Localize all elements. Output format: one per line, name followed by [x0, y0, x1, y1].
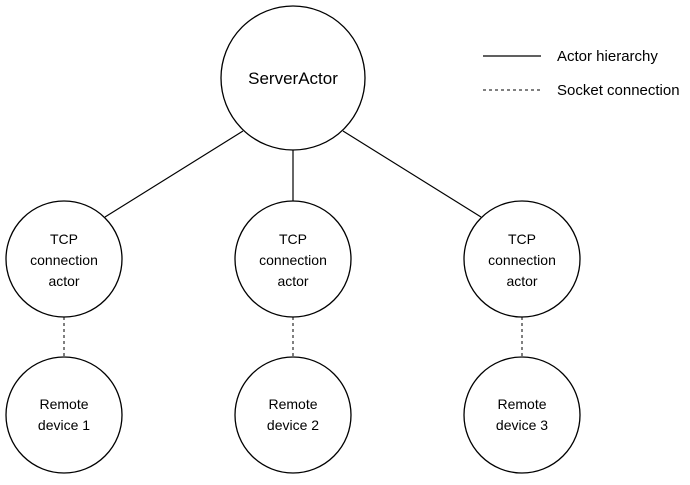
remote-label-line1: Remote: [497, 396, 546, 412]
tcp-label-line3: actor: [48, 273, 79, 289]
tcp-label-line2: connection: [488, 252, 556, 268]
legend-dashed-label: Socket connection: [557, 82, 680, 99]
remote-label-line2: device 3: [496, 417, 548, 433]
server-actor-node: ServerActor: [220, 5, 366, 151]
tcp-label-line1: TCP: [50, 231, 78, 247]
remote-device-node-3: Remote device 3: [463, 356, 581, 474]
tcp-label-line1: TCP: [508, 231, 536, 247]
remote-label-line2: device 1: [38, 417, 90, 433]
tcp-label-line2: connection: [30, 252, 98, 268]
remote-device-node-1: Remote device 1: [5, 356, 123, 474]
edge-server-tcp1: [104, 130, 244, 218]
legend: Actor hierarchy Socket connection: [483, 48, 680, 99]
server-actor-label: ServerActor: [248, 69, 338, 88]
tcp-connection-actor-node-2: TCP connection actor: [234, 200, 352, 318]
tcp-label-line3: actor: [277, 273, 308, 289]
tcp-connection-actor-node-1: TCP connection actor: [5, 200, 123, 318]
tcp-connection-actor-node-3: TCP connection actor: [463, 200, 581, 318]
tcp-label-line3: actor: [506, 273, 537, 289]
remote-label-line1: Remote: [39, 396, 88, 412]
tcp-label-line2: connection: [259, 252, 327, 268]
legend-solid-label: Actor hierarchy: [557, 48, 658, 65]
remote-device-node-2: Remote device 2: [234, 356, 352, 474]
tcp-label-line1: TCP: [279, 231, 307, 247]
remote-label-line1: Remote: [268, 396, 317, 412]
edge-server-tcp3: [342, 130, 482, 218]
remote-label-line2: device 2: [267, 417, 319, 433]
